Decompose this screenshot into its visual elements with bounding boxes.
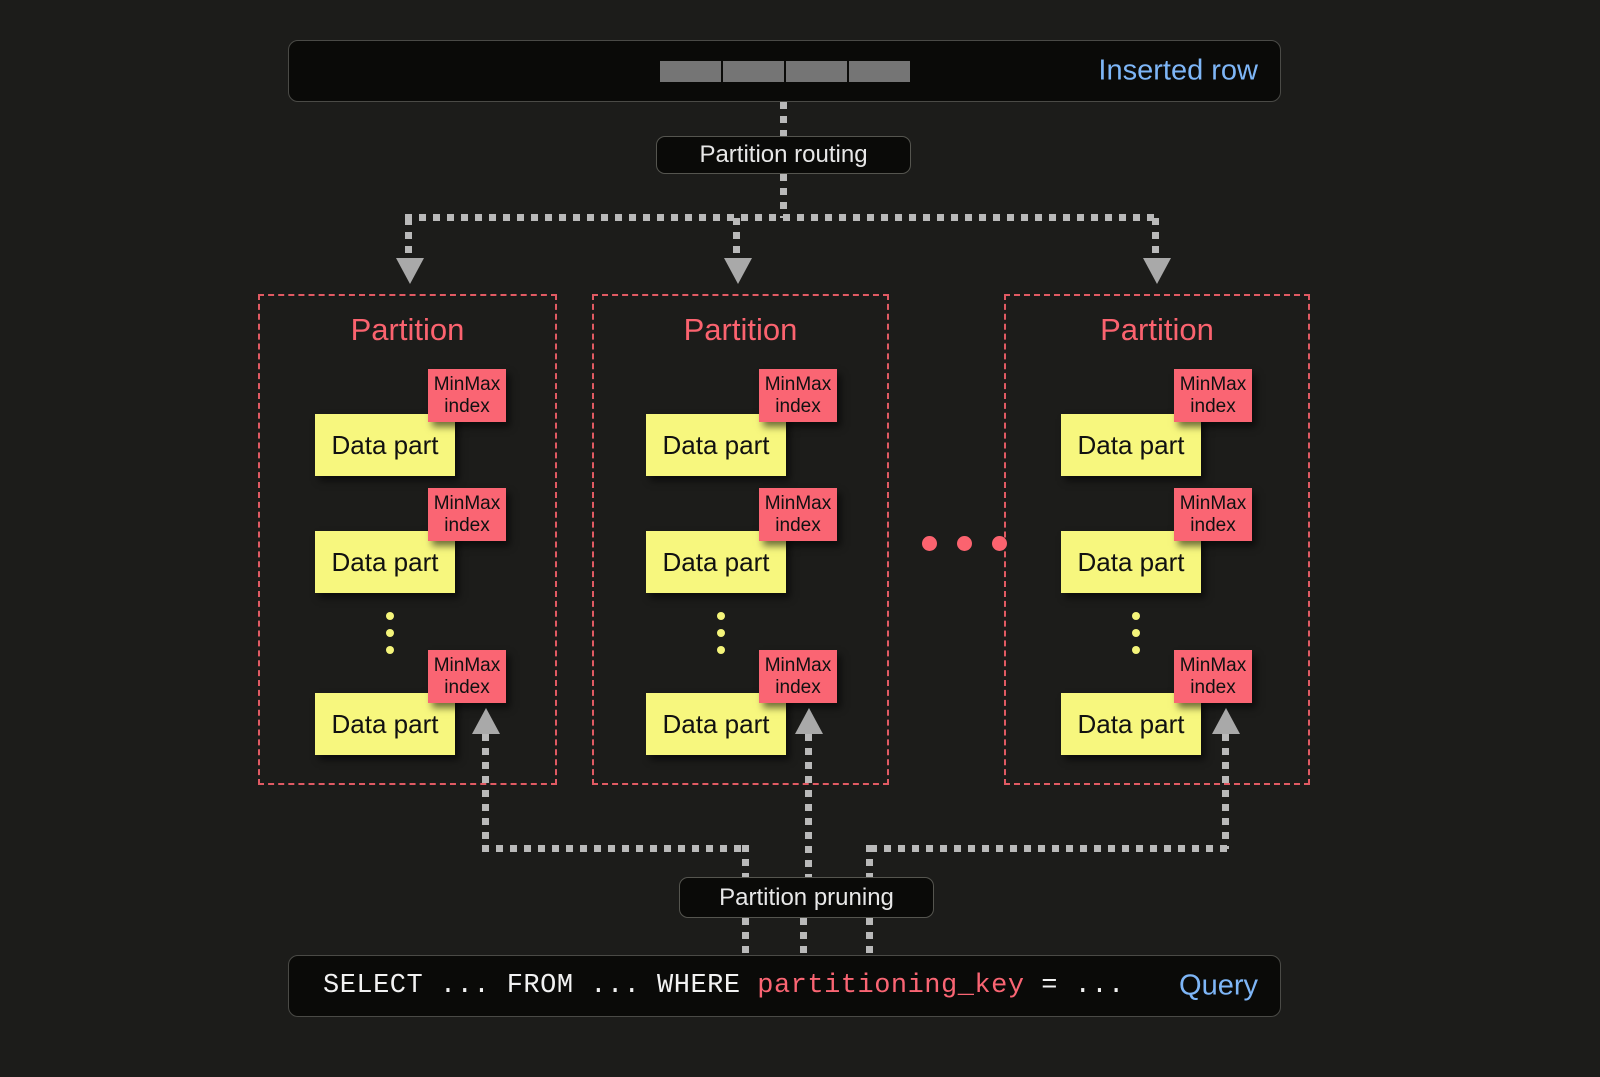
connector-pruning-bus-right <box>870 845 1229 852</box>
row-cell <box>722 60 785 83</box>
partition-pruning-label: Partition pruning <box>719 883 894 911</box>
partition-ellipsis <box>922 536 1007 551</box>
connector-pruning-drop-right <box>866 845 873 877</box>
inserted-row-label: Inserted row <box>1098 54 1258 87</box>
partition-title-1: Partition <box>350 312 465 347</box>
sql-partitioning-key: partitioning_key <box>757 971 1025 1001</box>
partition-routing-label: Partition routing <box>699 141 868 168</box>
connector-pruning-to-query-mid <box>800 918 807 955</box>
data-part-3-2: Data part <box>1061 531 1201 593</box>
row-cell <box>659 60 722 83</box>
parts-ellipsis-2 <box>717 612 725 654</box>
connector-pruning-to-partition-2 <box>805 734 812 877</box>
connector-routing-bus <box>405 214 1160 221</box>
sql-suffix: = ... <box>1024 971 1125 1001</box>
connector-routing-to-partition-3 <box>1152 218 1159 262</box>
data-part-3-1: Data part <box>1061 414 1201 476</box>
partition-title-3: Partition <box>1100 312 1214 347</box>
connector-routing-down <box>780 174 787 218</box>
connector-pruning-drop-left <box>742 845 749 877</box>
data-part-1-1: Data part <box>315 414 455 476</box>
parts-ellipsis-3 <box>1132 612 1140 654</box>
data-part-2-2: Data part <box>646 531 786 593</box>
data-part-2-1: Data part <box>646 414 786 476</box>
parts-ellipsis-1 <box>386 612 394 654</box>
partition-title-2: Partition <box>683 312 798 347</box>
connector-pruning-to-partition-1 <box>482 734 489 849</box>
connector-routing-to-partition-1 <box>405 218 412 262</box>
inserted-row-panel: Inserted row <box>288 40 1281 102</box>
query-label: Query <box>1179 969 1258 1002</box>
data-part-3-3: Data part <box>1061 693 1201 755</box>
partition-pruning-box[interactable]: Partition pruning <box>679 877 934 918</box>
connector-pruning-to-query-left <box>742 918 749 955</box>
arrow-down-partition-1 <box>396 258 424 284</box>
sql-prefix: SELECT ... FROM ... WHERE <box>323 971 758 1001</box>
data-part-1-2: Data part <box>315 531 455 593</box>
arrow-up-partition-2 <box>795 708 823 734</box>
partition-routing-box[interactable]: Partition routing <box>656 136 911 174</box>
connector-routing-to-partition-2 <box>733 218 740 262</box>
arrow-down-partition-3 <box>1143 258 1171 284</box>
data-part-1-3: Data part <box>315 693 455 755</box>
connector-pruning-to-partition-3 <box>1222 734 1229 849</box>
sql-text: SELECT ... FROM ... WHERE partitioning_k… <box>323 971 1125 1001</box>
arrow-up-partition-3 <box>1212 708 1240 734</box>
arrow-up-partition-1 <box>472 708 500 734</box>
row-cell <box>848 60 911 83</box>
connector-pruning-bus-left <box>482 845 746 852</box>
row-cell <box>785 60 848 83</box>
query-panel: SELECT ... FROM ... WHERE partitioning_k… <box>288 955 1281 1017</box>
data-part-2-3: Data part <box>646 693 786 755</box>
connector-pruning-to-query-right <box>866 918 873 955</box>
connector-row-to-routing <box>780 102 787 136</box>
arrow-down-partition-2 <box>724 258 752 284</box>
inserted-row-cells <box>659 60 911 83</box>
